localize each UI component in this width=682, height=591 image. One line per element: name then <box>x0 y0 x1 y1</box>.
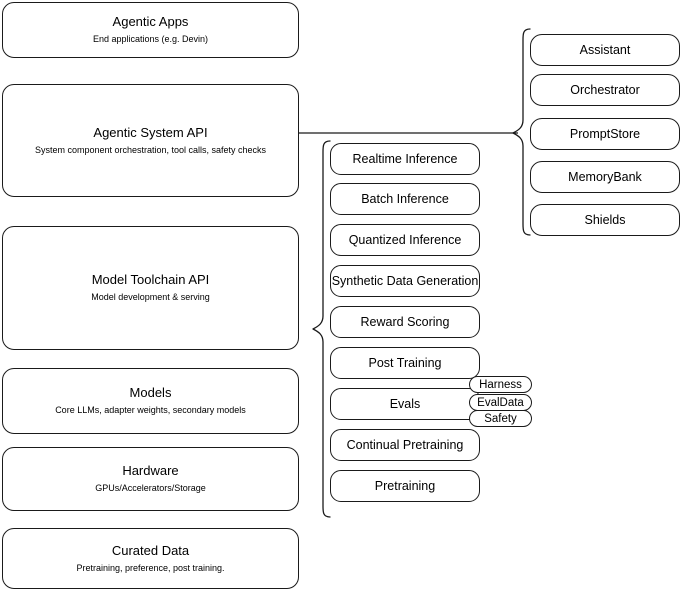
toolchain-box-realtime-inference[interactable]: Realtime Inference <box>330 143 480 175</box>
toolchain-label: Evals <box>389 397 421 411</box>
layer-box-hardware[interactable]: Hardware GPUs/Accelerators/Storage <box>2 447 299 511</box>
toolchain-label: Reward Scoring <box>360 315 450 329</box>
layer-subtitle: Core LLMs, adapter weights, secondary mo… <box>55 405 246 415</box>
layer-title: Hardware <box>122 463 179 478</box>
layer-box-models[interactable]: Models Core LLMs, adapter weights, secon… <box>2 368 299 434</box>
system-component-box-orchestrator[interactable]: Orchestrator <box>530 74 680 106</box>
layer-subtitle: End applications (e.g. Devin) <box>92 34 209 44</box>
toolchain-box-pretraining[interactable]: Pretraining <box>330 470 480 502</box>
brace-toolchain-group <box>310 140 332 518</box>
toolchain-label: Batch Inference <box>361 192 449 206</box>
system-component-label: Shields <box>584 213 626 227</box>
system-component-box-shields[interactable]: Shields <box>530 204 680 236</box>
evals-pill-label: Harness <box>479 378 522 391</box>
connector-system-api-to-components <box>299 126 521 140</box>
evals-pill-label: Safety <box>484 412 517 425</box>
toolchain-box-quantized-inference[interactable]: Quantized Inference <box>330 224 480 256</box>
system-component-label: Assistant <box>579 43 631 57</box>
toolchain-label: Realtime Inference <box>352 152 458 166</box>
layer-subtitle: System component orchestration, tool cal… <box>34 144 267 155</box>
evals-pill-evaldata[interactable]: EvalData <box>469 394 532 411</box>
toolchain-label: Continual Pretraining <box>346 438 464 452</box>
brace-system-components-group <box>512 28 532 236</box>
evals-pill-harness[interactable]: Harness <box>469 376 532 393</box>
toolchain-label: Post Training <box>368 356 442 370</box>
layer-box-model-toolchain-api[interactable]: Model Toolchain API Model development & … <box>2 226 299 350</box>
toolchain-box-synthetic-data-generation[interactable]: Synthetic Data Generation <box>330 265 480 297</box>
layer-box-agentic-apps[interactable]: Agentic Apps End applications (e.g. Devi… <box>2 2 299 58</box>
layer-title: Agentic Apps <box>112 14 189 29</box>
system-component-label: PromptStore <box>569 127 641 141</box>
evals-pill-safety[interactable]: Safety <box>469 410 532 427</box>
layer-title: Models <box>129 385 172 400</box>
layer-box-agentic-system-api[interactable]: Agentic System API System component orch… <box>2 84 299 197</box>
layer-subtitle: Model development & serving <box>91 292 210 302</box>
toolchain-box-evals[interactable]: Evals <box>330 388 480 420</box>
system-component-label: Orchestrator <box>570 83 640 97</box>
toolchain-box-continual-pretraining[interactable]: Continual Pretraining <box>330 429 480 461</box>
system-component-box-promptstore[interactable]: PromptStore <box>530 118 680 150</box>
system-component-label: MemoryBank <box>568 170 642 184</box>
toolchain-label: Synthetic Data Generation <box>331 274 479 288</box>
layer-title: Curated Data <box>111 542 190 558</box>
toolchain-box-post-training[interactable]: Post Training <box>330 347 480 379</box>
toolchain-label: Quantized Inference <box>348 233 462 247</box>
layer-subtitle: Pretraining, preference, post training. <box>76 562 225 573</box>
toolchain-box-batch-inference[interactable]: Batch Inference <box>330 183 480 215</box>
layer-title: Model Toolchain API <box>91 272 210 287</box>
system-component-box-memorybank[interactable]: MemoryBank <box>530 161 680 193</box>
layer-box-curated-data[interactable]: Curated Data Pretraining, preference, po… <box>2 528 299 589</box>
toolchain-label: Pretraining <box>374 479 436 493</box>
layer-subtitle: GPUs/Accelerators/Storage <box>95 483 206 493</box>
evals-pill-label: EvalData <box>477 396 524 409</box>
layer-title: Agentic System API <box>93 124 208 140</box>
toolchain-box-reward-scoring[interactable]: Reward Scoring <box>330 306 480 338</box>
system-component-box-assistant[interactable]: Assistant <box>530 34 680 66</box>
